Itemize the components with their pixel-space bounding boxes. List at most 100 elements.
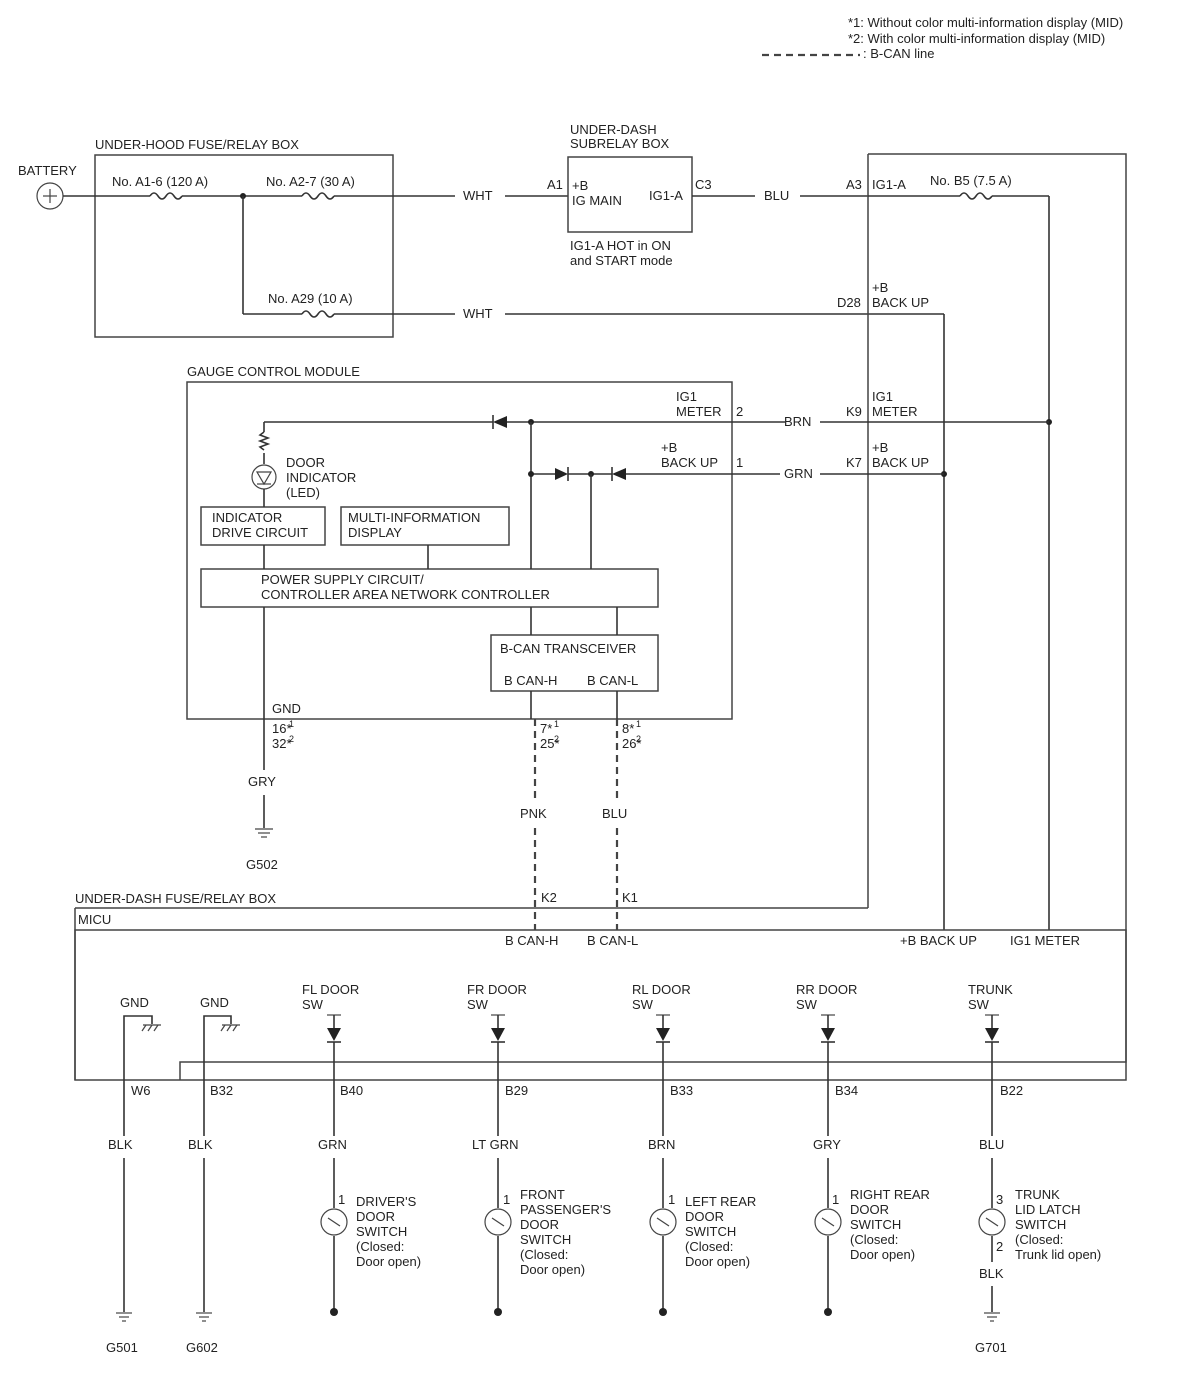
fuse-a29-label: No. A29 (10 A) xyxy=(268,291,353,306)
sup-d: 2 xyxy=(554,734,559,744)
sup-e: 1 xyxy=(636,719,641,729)
micu-ig1meter: IG1 METER xyxy=(1010,933,1080,948)
fr-door-sw-label-2: SW xyxy=(467,997,489,1012)
ground-g502-icon xyxy=(255,828,273,838)
wire-blk-b32: BLK xyxy=(188,1137,213,1152)
subrelay-note-2: and START mode xyxy=(570,253,673,268)
mid-box xyxy=(340,506,510,546)
legend-note-2: *2: With color multi-information display… xyxy=(848,31,1105,46)
ground-g502-label: G502 xyxy=(246,857,278,872)
ground-w6: GND W6 BLK G501 xyxy=(106,995,161,1355)
trunk-desc-5: Trunk lid open) xyxy=(1015,1247,1101,1262)
subrelay-pin-a1: A1 xyxy=(547,177,563,192)
wire-blu-top: BLU xyxy=(764,188,789,203)
pin-k2: K2 xyxy=(541,890,557,905)
ground-b32: GND B32 BLK G602 xyxy=(186,995,240,1355)
mid-label-1: MULTI-INFORMATION xyxy=(348,510,480,525)
ground-g501-label: G501 xyxy=(106,1340,138,1355)
diode-ig1-icon xyxy=(493,416,507,428)
front-pass-4: SWITCH xyxy=(520,1232,571,1247)
fr-door-switch-circuit: FR DOOR SW B29 LT GRN 1 FRONT PASSENGER'… xyxy=(467,982,611,1316)
pin-k7: K7 xyxy=(846,455,862,470)
gauge-l-pin-1: 8* xyxy=(622,721,634,736)
fuse-a1-6-label: No. A1-6 (120 A) xyxy=(112,174,208,189)
subrelay-plus-b: +B xyxy=(572,178,588,193)
legend-bcan-label: : B-CAN line xyxy=(863,46,935,61)
pin-w6: W6 xyxy=(131,1083,151,1098)
legend: *1: Without color multi-information disp… xyxy=(762,15,1123,61)
underdash-title: UNDER-DASH FUSE/RELAY BOX xyxy=(75,891,276,906)
wire-pnk: PNK xyxy=(520,806,547,821)
term-b29: 1 xyxy=(503,1192,510,1207)
micu-box-outline xyxy=(74,929,1127,1081)
right-rear-3: SWITCH xyxy=(850,1217,901,1232)
rr-door-sw-label-2: SW xyxy=(796,997,818,1012)
subrelay-title-1: UNDER-DASH xyxy=(570,122,657,137)
gauge-h-pin-1: 7* xyxy=(540,721,552,736)
diode-icon xyxy=(656,1028,670,1041)
wire-brn-b33: BRN xyxy=(648,1137,675,1152)
pin-b29: B29 xyxy=(505,1083,528,1098)
diode-backup-2-icon xyxy=(612,468,626,480)
diode-backup-1-icon xyxy=(555,468,568,480)
right-plus-b: +B xyxy=(872,280,888,295)
gnd-w6-label: GND xyxy=(120,995,149,1010)
ground-g701-label: G701 xyxy=(975,1340,1007,1355)
diode-icon xyxy=(821,1028,835,1041)
term-b33: 1 xyxy=(668,1192,675,1207)
left-rear-4: (Closed: xyxy=(685,1239,733,1254)
resistor-icon xyxy=(257,431,271,451)
term-b22-2: 2 xyxy=(996,1239,1003,1254)
underhood-box-outline xyxy=(94,154,394,338)
gauge-pin-1: 1 xyxy=(736,455,743,470)
trunk-desc-1: TRUNK xyxy=(1015,1187,1060,1202)
legend-note-1: *1: Without color multi-information disp… xyxy=(848,15,1123,30)
gauge-gnd-label: GND xyxy=(272,701,301,716)
subrelay-box-outline xyxy=(567,156,693,233)
door-indicator-3: (LED) xyxy=(286,485,320,500)
right-back-up-2: BACK UP xyxy=(872,455,929,470)
pin-b22: B22 xyxy=(1000,1083,1023,1098)
fuse-a2-7-icon xyxy=(301,192,335,200)
wire-grn-b40: GRN xyxy=(318,1137,347,1152)
pin-b33: B33 xyxy=(670,1083,693,1098)
diode-icon xyxy=(491,1028,505,1041)
wire-ltgrn-b29: LT GRN xyxy=(472,1137,518,1152)
driver-door-4: (Closed: xyxy=(356,1239,404,1254)
gauge-plus-b: +B xyxy=(661,440,677,455)
front-pass-6: Door open) xyxy=(520,1262,585,1277)
battery-label: BATTERY xyxy=(18,163,77,178)
trunk-switch-circuit: TRUNK SW B22 BLU 3 2 BLK G701 TRUNK LID … xyxy=(968,982,1101,1355)
wire-brn: BRN xyxy=(784,414,811,429)
rl-door-sw-label-2: SW xyxy=(632,997,654,1012)
wire-blu-can: BLU xyxy=(602,806,627,821)
pin-b32: B32 xyxy=(210,1083,233,1098)
diode-icon xyxy=(327,1028,341,1041)
gauge-box-outline xyxy=(186,381,733,720)
trunk-switch-icon xyxy=(978,1208,1006,1236)
subrelay-ig1a: IG1-A xyxy=(649,188,683,203)
rr-door-sw-label-1: RR DOOR xyxy=(796,982,857,997)
rl-door-sw-label-1: RL DOOR xyxy=(632,982,691,997)
driver-door-1: DRIVER'S xyxy=(356,1194,417,1209)
wire-wht-2: WHT xyxy=(463,306,493,321)
gauge-l-pin-2: 26* xyxy=(622,736,642,751)
left-rear-2: DOOR xyxy=(685,1209,724,1224)
sup-a: 1 xyxy=(289,719,294,729)
mid-label-2: DISPLAY xyxy=(348,525,402,540)
door-indicator-led-icon xyxy=(251,464,277,490)
front-pass-2: PASSENGER'S xyxy=(520,1202,611,1217)
wire-blk-w6: BLK xyxy=(108,1137,133,1152)
front-pass-1: FRONT xyxy=(520,1187,565,1202)
pin-d28: D28 xyxy=(837,295,861,310)
micu-bcan-h: B CAN-H xyxy=(505,933,558,948)
door-switch-icon xyxy=(814,1208,842,1236)
ground-g602-label: G602 xyxy=(186,1340,218,1355)
under-hood-fuse-relay-box: UNDER-HOOD FUSE/RELAY BOX No. A1-6 (120 … xyxy=(94,137,394,338)
driver-door-5: Door open) xyxy=(356,1254,421,1269)
wire-wht-1: WHT xyxy=(463,188,493,203)
term-b22-3: 3 xyxy=(996,1192,1003,1207)
right-ig1a: IG1-A xyxy=(872,177,906,192)
fr-door-sw-label-1: FR DOOR xyxy=(467,982,527,997)
